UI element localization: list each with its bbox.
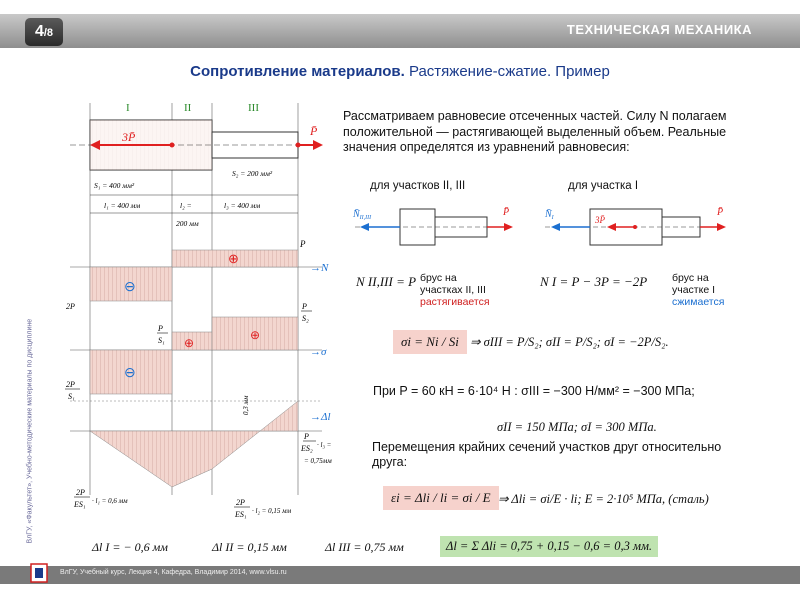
footer-bar: ВлГУ, Учебный курс, Лекция 4, Кафедра, В…	[0, 566, 800, 584]
slide-title-rest: Растяжение-сжатие. Пример	[404, 63, 610, 80]
n23-note-status: растягивается	[420, 296, 490, 308]
slide-title-bold: Сопротивление материалов.	[190, 63, 405, 80]
n-diagram-negative	[89, 266, 173, 302]
delta-l-1: Δl I = − 0,6 мм	[92, 540, 168, 554]
footer-text: ВлГУ, Учебный курс, Лекция 4, Кафедра, В…	[60, 569, 287, 576]
area-s1: S₁ = 400 мм²	[94, 181, 135, 190]
dl-mid-value: · l₂ = 0,15 мм	[252, 507, 292, 515]
n-minus-sign: ⊖	[124, 278, 136, 294]
area-s2: S₂ = 200 мм²	[232, 169, 273, 178]
n-diagram-positive	[171, 249, 299, 268]
dl-right-value: = 0,75мм	[304, 457, 332, 465]
sigma-p-s2-den: S₂	[302, 314, 309, 323]
free-body-sections-2-3: N̄II,III P̄	[352, 206, 513, 246]
dl-left-den: ES₁	[73, 500, 86, 509]
section-label-iii: III	[248, 102, 259, 114]
n-plus-sign: ⊕	[228, 251, 239, 266]
university-logo-icon	[30, 563, 48, 583]
svg-text:P̄: P̄	[502, 206, 509, 218]
n-axis-label: →N	[310, 262, 329, 274]
sigma-2p-s1-num: 2P	[66, 380, 75, 389]
dl-right-den: ES₂	[300, 444, 313, 453]
n-2p-label: 2P	[66, 302, 75, 311]
sigma-plus-sign-iii: ⊕	[250, 328, 260, 342]
dl-left-num: 2P	[76, 488, 85, 497]
dl-mid-num: 2P	[236, 498, 245, 507]
length-l3: l₃ = 400 мм	[224, 201, 260, 210]
n1-note-line2: участке I	[672, 284, 716, 296]
n1-note-status: сжимается	[672, 296, 725, 308]
dl-left-value: · l₁ = 0,6 мм	[92, 497, 128, 505]
length-l1: l₁ = 400 мм	[104, 201, 140, 210]
sigma-minus-sign: ⊖	[124, 364, 136, 380]
sigma-p-s2-num: P	[301, 302, 307, 311]
n23-note-line2: участках II, III	[420, 284, 486, 296]
displacement-text: Перемещения крайних сечений участков дру…	[372, 440, 722, 469]
n1-note: брус на участке I сжимается	[672, 272, 724, 308]
slide-number: 4	[34, 23, 44, 40]
n23-equation: N II,III = P	[356, 274, 417, 289]
stress-values: ⇒ σIII = P/S₂; σII = P/S₂; σI = −2P/S₂.	[470, 335, 669, 349]
intro-paragraph: Рассматриваем равновесие отсеченных част…	[343, 109, 727, 154]
strain-result: ⇒ Δli = σi/E · li; E = 2·10⁵ МПа, (сталь…	[498, 492, 709, 506]
force-3p-label: 3P̄	[121, 130, 136, 144]
svg-text:P̄: P̄	[716, 206, 723, 218]
length-l2-value: 200 мм	[176, 219, 199, 228]
sigma-p-s1-den: S₁	[158, 336, 165, 345]
slide-title: Сопротивление материалов. Растяжение-сжа…	[0, 63, 800, 80]
n23-note-line1: брус на	[420, 272, 457, 284]
sigma-2p-s1-den: S₁	[68, 392, 75, 401]
n23-note: брус на участках II, III растягивается	[420, 272, 490, 308]
dl-vertical-value: 0,3 мм	[242, 395, 250, 415]
case-section-1: для участка I	[568, 180, 639, 192]
header-bar	[0, 14, 800, 48]
stress-formula: σi = Ni / Si	[393, 330, 467, 354]
numeric-line-2: σII = 150 МПа; σI = 300 МПа.	[497, 420, 657, 434]
slide-total: /8	[43, 27, 54, 39]
n1-note-line1: брус на	[672, 272, 709, 284]
length-l2: l₂ =	[180, 201, 192, 210]
numeric-line-1: При P = 60 кН = 6·10⁴ Н : σIII = −300 Н/…	[373, 384, 695, 398]
free-body-section-1: N̄I 3P̄ P̄	[544, 206, 726, 246]
sigma-plus-sign-ii: ⊕	[184, 336, 194, 350]
case-sections-2-3: для участков II, III	[370, 180, 466, 192]
n1-equation: N I = P − 3P = −2P	[540, 274, 648, 289]
dl-right-num: P	[303, 432, 309, 441]
course-title: ТЕХНИЧЕСКАЯ МЕХАНИКА	[566, 22, 752, 37]
svg-text:N̄II,III: N̄II,III	[352, 208, 372, 221]
sigma-negative	[89, 349, 173, 395]
beam-diagram: I II III 3P̄ P̄ S₁ = 400 мм² S₂ = 200 мм…	[65, 102, 332, 519]
dl-axis-label: →Δl	[310, 411, 331, 423]
sidebar-caption: ВлГУ, «Факультет», Учебно-методические м…	[26, 318, 34, 544]
sigma-axis-label: →σ	[310, 346, 327, 358]
delta-l-total: Δl = Σ Δli = 0,75 + 0,15 − 0,6 = 0,3 мм.	[440, 536, 659, 557]
section-label-i: I	[126, 102, 130, 114]
strain-formula: εi = Δli / li = σi / E	[383, 486, 499, 510]
delta-l-3: Δl III = 0,75 мм	[325, 540, 404, 554]
n-p-label: P	[299, 239, 306, 249]
force-p-label: P̄	[309, 124, 318, 138]
dl-right-l3: · l₃ =	[317, 441, 332, 449]
sigma-p-s1-num: P	[157, 324, 163, 333]
svg-text:3P̄: 3P̄	[594, 215, 606, 225]
section-label-ii: II	[184, 102, 192, 114]
dl-diagram	[89, 400, 299, 488]
slide-number-badge: 4/8	[25, 18, 63, 46]
svg-text:N̄I: N̄I	[544, 208, 555, 221]
sidebar-vertical-text: ВлГУ, «Факультет», Учебно-методические м…	[20, 180, 34, 560]
dl-mid-den: ES₁	[234, 510, 247, 519]
delta-l-2: Δl II = 0,15 мм	[212, 540, 287, 554]
sigma-positive-iii	[211, 316, 299, 351]
